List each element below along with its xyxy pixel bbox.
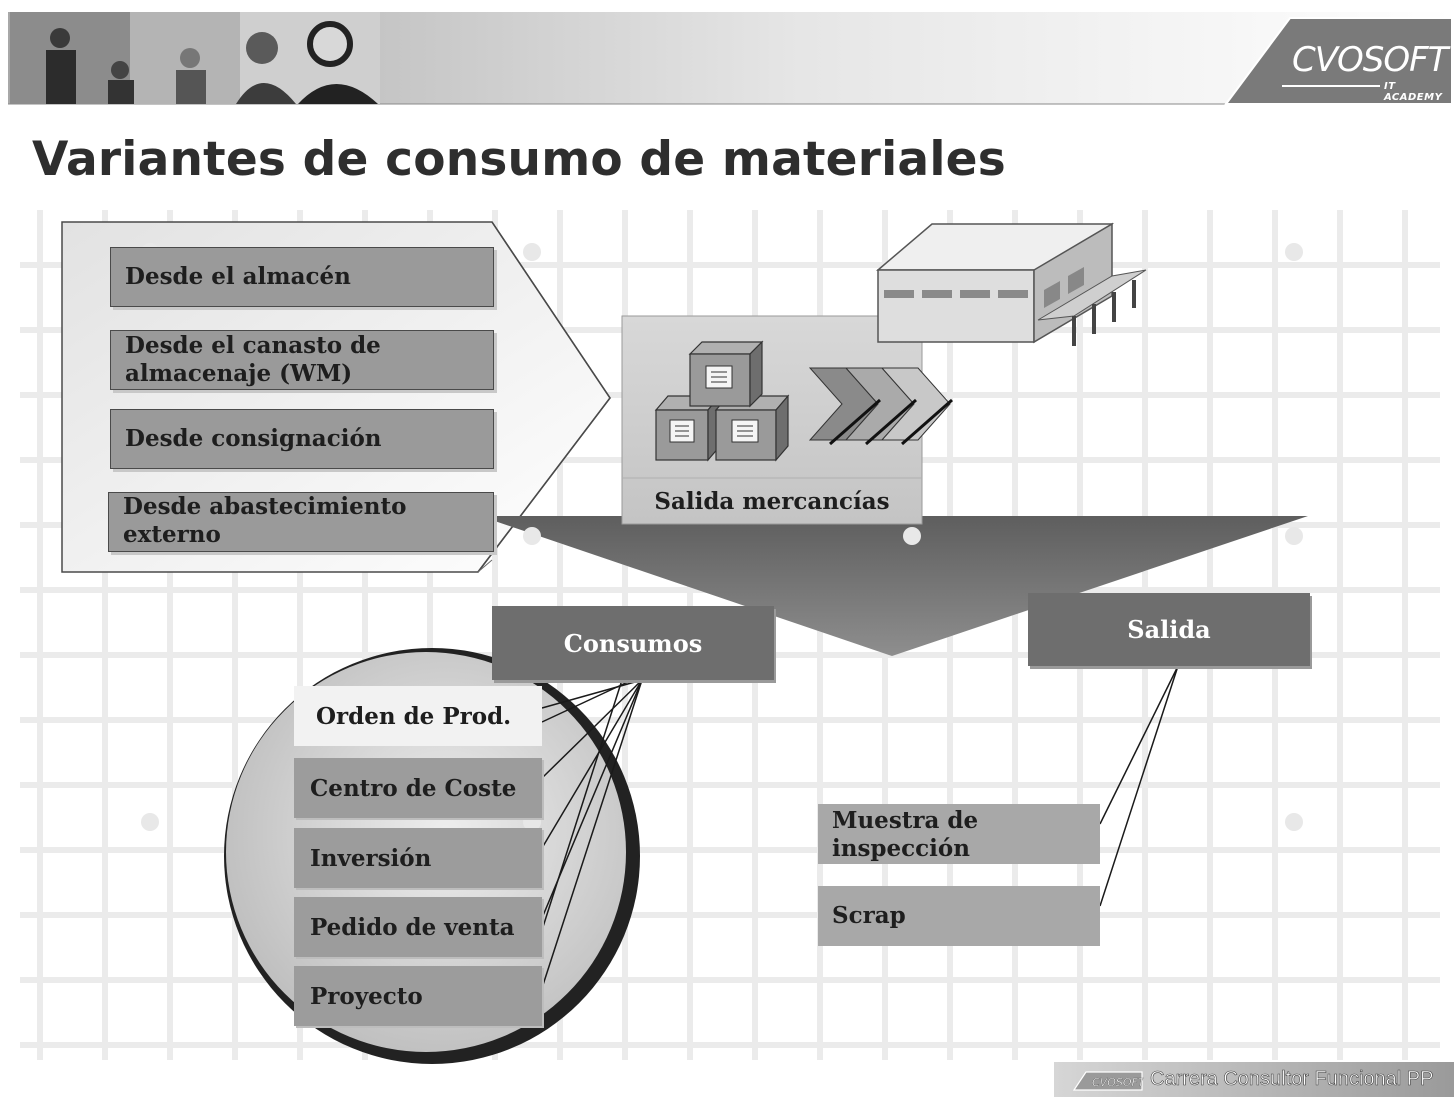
consumos-box: Consumos (492, 606, 774, 680)
salida-connectors (1099, 665, 1179, 907)
logo-shape (1224, 17, 1453, 105)
consumo-item-orden: Orden de Prod. (294, 686, 542, 746)
source-label-line1: Desde abastecimiento (123, 493, 407, 520)
consumo-item-label: Proyecto (310, 982, 423, 1010)
salida-item-line2: inspección (832, 835, 970, 862)
slide-title: Variantes de consumo de materiales (32, 132, 1006, 187)
consumo-item-label: Orden de Prod. (316, 702, 512, 730)
source-box-canasto: Desde el canasto de almacenaje (WM) (110, 330, 494, 390)
consumo-item-proyecto: Proyecto (294, 966, 542, 1026)
consumo-item-pedido-venta: Pedido de venta (294, 897, 542, 957)
source-box-almacen: Desde el almacén (110, 247, 494, 307)
consumos-label: Consumos (563, 628, 703, 658)
boxes-icon (654, 340, 790, 462)
funnel (480, 516, 1308, 656)
consumos-connectors (541, 679, 643, 989)
source-label: Desde el almacén (125, 263, 351, 290)
logo-text: CVOSOFT (1292, 40, 1448, 80)
source-label-line2: externo (123, 521, 221, 548)
salida-item-label: Scrap (832, 902, 906, 929)
footer-text: Carrera Consultor Funcional PP (1150, 1068, 1434, 1091)
goods-issue-label: Salida mercancías (654, 487, 890, 515)
consumo-item-centro-coste: Centro de Coste (294, 758, 542, 818)
source-label-line1: Desde el canasto de (125, 332, 381, 359)
consumo-item-inversion: Inversión (294, 828, 542, 888)
header-photo (10, 12, 380, 104)
footer-logo-text: CVOSOFT (1092, 1076, 1144, 1089)
warehouse-icon (875, 222, 1147, 346)
logo-subtext: IT ACADEMY (1384, 81, 1443, 103)
salida-item-muestra: Muestra de inspección (818, 804, 1100, 864)
consumo-item-label: Centro de Coste (310, 774, 517, 802)
consumo-item-label: Pedido de venta (310, 913, 515, 941)
source-label-line2: almacenaje (WM) (125, 360, 353, 387)
consumo-item-label: Inversión (310, 844, 432, 872)
footer-logo-icon: CVOSOFT (1072, 1071, 1144, 1091)
salida-label: Salida (1127, 615, 1211, 644)
chevron-arrows-icon (808, 367, 953, 446)
salida-item-scrap: Scrap (818, 886, 1100, 946)
source-label: Desde consignación (125, 425, 382, 452)
source-box-consignacion: Desde consignación (110, 409, 494, 469)
salida-box: Salida (1028, 593, 1310, 666)
source-box-abastecimiento: Desde abastecimiento externo (108, 492, 494, 552)
salida-item-line1: Muestra de (832, 807, 979, 834)
